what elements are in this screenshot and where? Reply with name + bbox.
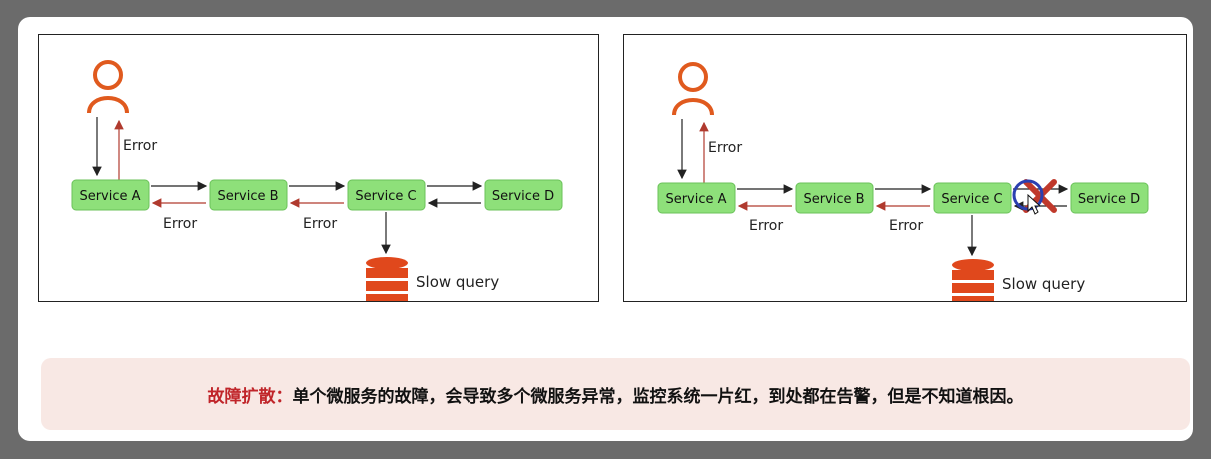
- service-c-label: Service C: [941, 192, 1002, 207]
- error-label-ab: Error: [163, 216, 197, 232]
- user-icon: [672, 62, 714, 116]
- service-a-box: [657, 182, 736, 214]
- error-label-user: Error: [708, 140, 742, 156]
- summary-highlight: 故障扩散：: [207, 386, 293, 407]
- service-c-box: [347, 179, 426, 211]
- service-d-box: [1070, 182, 1149, 214]
- slow-query-label: Slow query: [1002, 275, 1085, 293]
- cursor-icon: [1027, 193, 1042, 215]
- diagram-normal-cascade: Error Service A Service B Service C Serv…: [38, 34, 599, 302]
- service-a-box: [71, 179, 150, 211]
- slide-card: Error Service A Service B Service C Serv…: [18, 17, 1193, 441]
- service-b-box: [795, 182, 874, 214]
- service-c-label: Service C: [355, 189, 416, 204]
- summary-banner: 故障扩散： 单个微服务的故障，会导致多个微服务异常，监控系统一片红，到处都在告警…: [41, 358, 1190, 430]
- error-label-bc: Error: [303, 216, 337, 232]
- summary-text: 单个微服务的故障，会导致多个微服务异常，监控系统一片红，到处都在告警，但是不知道…: [292, 386, 1024, 407]
- user-icon: [87, 60, 129, 114]
- error-label-bc: Error: [889, 218, 923, 234]
- service-b-label: Service B: [217, 189, 278, 204]
- service-a-label: Service A: [79, 189, 140, 204]
- service-a-label: Service A: [665, 192, 726, 207]
- error-label-user: Error: [123, 138, 157, 154]
- database-icon: [366, 257, 408, 301]
- service-d-label: Service D: [492, 189, 554, 204]
- service-b-box: [209, 179, 288, 211]
- error-label-ab: Error: [749, 218, 783, 234]
- service-b-label: Service B: [803, 192, 864, 207]
- service-d-box: [484, 179, 563, 211]
- service-d-label: Service D: [1078, 192, 1140, 207]
- database-icon: [952, 259, 994, 301]
- service-c-box: [933, 182, 1012, 214]
- slow-query-label: Slow query: [416, 273, 499, 291]
- diagram-cascade-annotated: Error Service A Service B Service C Serv…: [623, 34, 1187, 302]
